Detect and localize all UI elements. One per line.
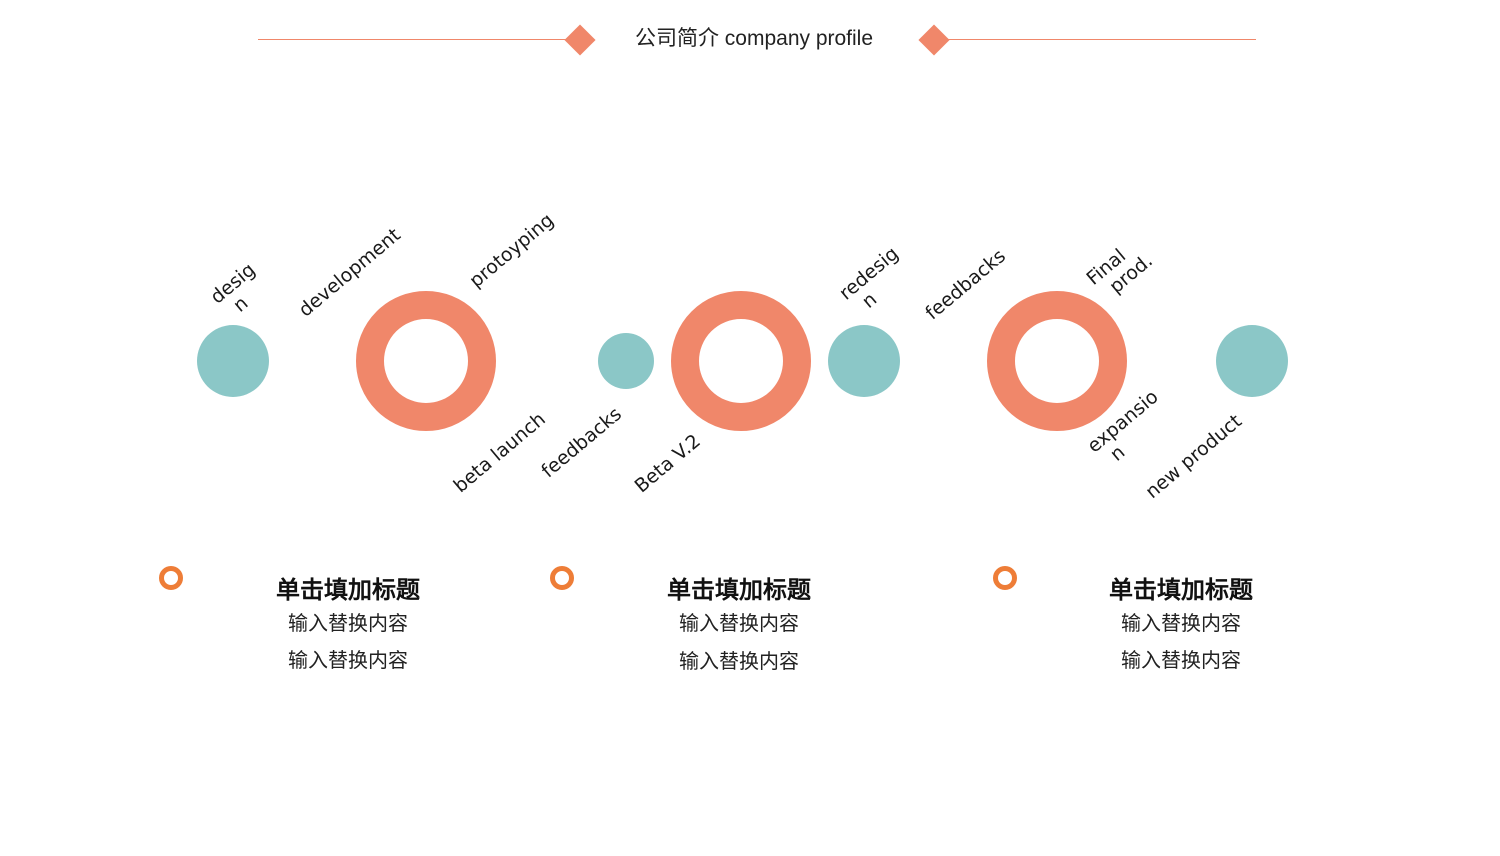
header-diamond-right-icon xyxy=(918,24,950,56)
card-3-title[interactable]: 单击填加标题 xyxy=(1109,577,1253,604)
orange-ring-3 xyxy=(987,291,1127,431)
teal-circle-3 xyxy=(828,325,900,397)
label-protoyping: protoyping xyxy=(465,209,559,293)
label-beta-v2: Beta V.2 xyxy=(630,429,705,498)
header-diamond-left-icon xyxy=(564,24,596,56)
card-1-line-2[interactable]: 输入替换内容 xyxy=(288,650,408,672)
label-feedbacks-2: feedbacks xyxy=(921,244,1010,325)
teal-circle-2 xyxy=(598,333,654,389)
page-title: 公司简介 company profile xyxy=(634,27,874,50)
card-2-line-1[interactable]: 输入替换内容 xyxy=(679,613,799,635)
label-redesign: redesig n xyxy=(835,242,903,321)
card-3-ring-icon xyxy=(993,566,1017,590)
header-line-left xyxy=(258,39,580,40)
card-2-title[interactable]: 单击填加标题 xyxy=(667,577,811,604)
label-feedbacks-1: feedbacks xyxy=(537,402,626,483)
card-1-ring-icon xyxy=(159,566,183,590)
card-2-ring-icon xyxy=(550,566,574,590)
orange-ring-2 xyxy=(671,291,811,431)
card-1-title[interactable]: 单击填加标题 xyxy=(276,577,420,604)
label-beta-launch: beta launch xyxy=(449,408,550,498)
label-design: desig n xyxy=(206,258,260,325)
card-2-line-2[interactable]: 输入替换内容 xyxy=(679,651,799,673)
header-line-right xyxy=(934,39,1256,40)
card-3-line-2[interactable]: 输入替换内容 xyxy=(1121,650,1241,672)
card-1-line-1[interactable]: 输入替换内容 xyxy=(288,613,408,635)
teal-circle-4 xyxy=(1216,325,1288,397)
card-3-line-1[interactable]: 输入替换内容 xyxy=(1121,613,1241,635)
teal-circle-1 xyxy=(197,325,269,397)
orange-ring-1 xyxy=(356,291,496,431)
label-final-prod: Final prod. xyxy=(1082,244,1157,306)
